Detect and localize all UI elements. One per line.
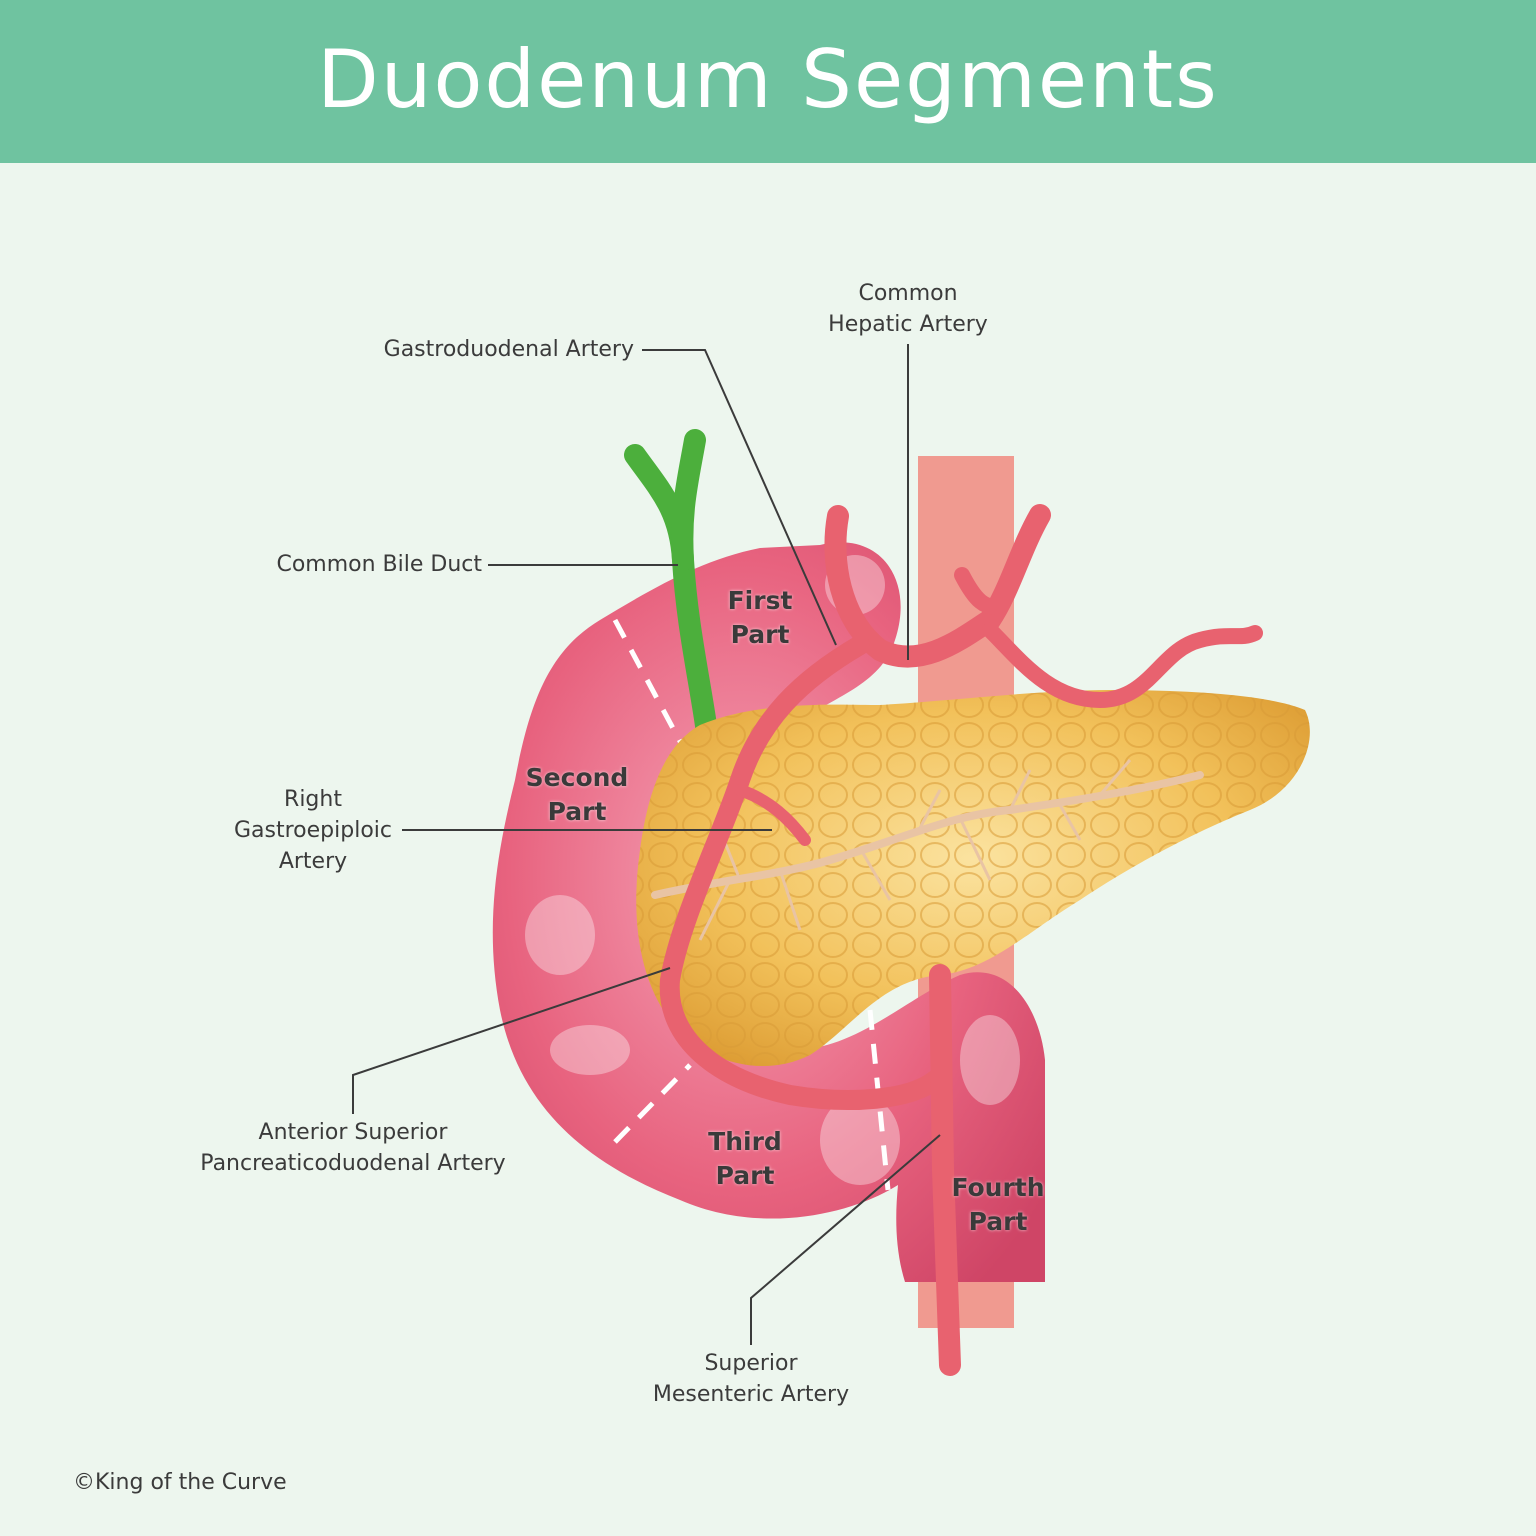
segment-label-third-part: Third Part xyxy=(708,1127,782,1190)
common-hepatic-artery-vessel xyxy=(824,504,1051,668)
label-gastroduodenal-artery: Gastroduodenal Artery xyxy=(383,337,634,362)
segment-label-second-part: Second Part xyxy=(525,763,629,826)
label-superior-mesenteric-artery: Superior Mesenteric Artery xyxy=(652,1351,850,1407)
segment-label-first-part: First Part xyxy=(727,586,793,649)
gastroduodenal-artery-vessel xyxy=(659,635,945,1110)
label-common-hepatic-artery: Common Hepatic Artery xyxy=(828,281,988,337)
divider-first-second xyxy=(612,618,693,762)
title-banner xyxy=(0,0,1536,163)
label-anterior-superior-pd-artery: Anterior Superior Pancreaticoduodenal Ar… xyxy=(200,1120,506,1176)
leader-gastroduodenal-artery xyxy=(642,349,837,646)
right-gastroepiploic-artery-vessel xyxy=(734,784,811,846)
label-common-bile-duct: Common Bile Duct xyxy=(276,552,482,577)
superior-mesenteric-artery-vessel xyxy=(929,964,961,1376)
pancreatic-duct xyxy=(651,771,1204,899)
copyright-text: ©King of the Curve xyxy=(73,1470,287,1495)
divider-third-fourth xyxy=(867,1009,891,1191)
leader-superior-mesenteric-artery xyxy=(750,1134,941,1345)
page-title: Duodenum Segments xyxy=(317,33,1219,126)
label-right-gastroepiploic-artery: Right Gastroepiploic Artery xyxy=(234,787,392,874)
splenic-artery-vessel xyxy=(982,622,1263,709)
divider-second-third xyxy=(613,1063,692,1144)
segment-label-fourth-part: Fourth Part xyxy=(951,1173,1045,1236)
leader-anterior-superior-pd-artery xyxy=(352,967,671,1114)
